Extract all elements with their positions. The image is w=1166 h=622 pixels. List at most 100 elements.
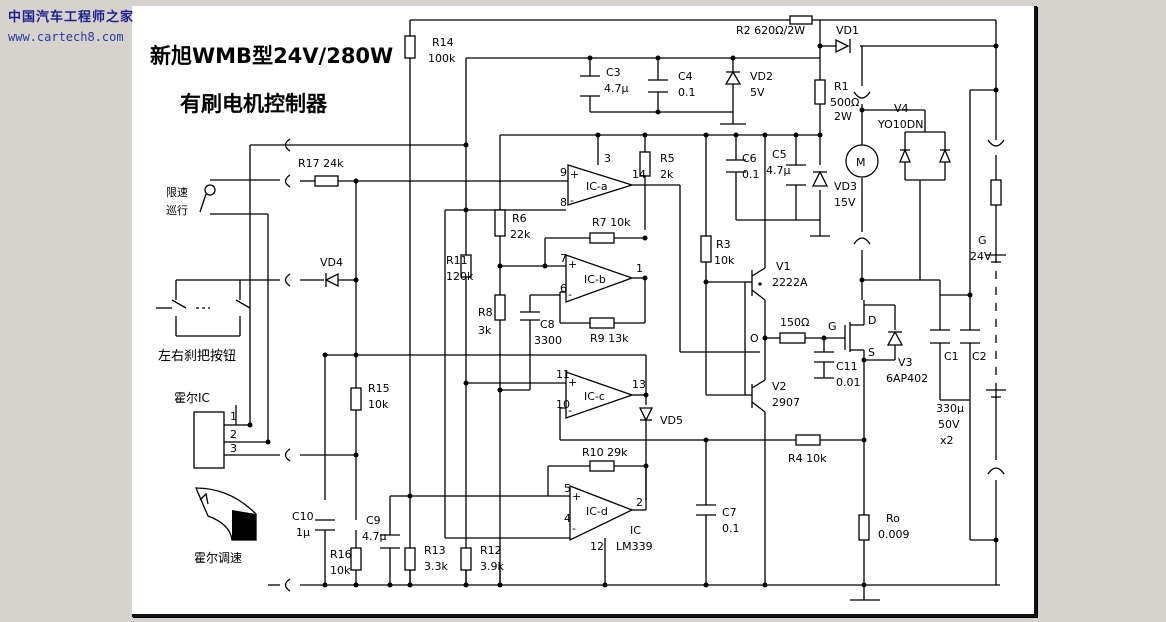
svg-text:3: 3 — [604, 152, 611, 165]
svg-text:0.1: 0.1 — [742, 168, 760, 181]
svg-text:C8: C8 — [540, 318, 555, 331]
watermark-title: 中国汽车工程师之家 — [8, 10, 135, 25]
svg-text:R8: R8 — [478, 306, 493, 319]
svg-text:IC: IC — [630, 524, 641, 537]
capacitors — [315, 75, 980, 549]
svg-text:R3: R3 — [716, 238, 731, 251]
brake-switches[interactable] — [171, 299, 251, 309]
svg-text:R16: R16 — [330, 548, 352, 561]
diagram-subtitle: 有刷电机控制器 — [180, 92, 327, 116]
svg-text:+: + — [572, 490, 581, 503]
svg-text:IC-b: IC-b — [584, 273, 606, 286]
svg-text:13: 13 — [632, 378, 646, 391]
svg-text:330μ: 330μ — [936, 402, 964, 415]
svg-text:10: 10 — [556, 398, 570, 411]
resistor-r8 — [494, 294, 506, 321]
svg-text:100k: 100k — [428, 52, 456, 65]
svg-text:C2: C2 — [972, 350, 987, 363]
svg-text:O: O — [750, 332, 759, 345]
svg-text:C9: C9 — [366, 514, 381, 527]
diode-vd5 — [638, 407, 654, 422]
svg-text:15V: 15V — [834, 196, 856, 209]
svg-text:C6: C6 — [742, 152, 757, 165]
svg-text:VD5: VD5 — [660, 414, 683, 427]
svg-text:G: G — [828, 320, 837, 333]
svg-text:C4: C4 — [678, 70, 693, 83]
svg-text:LM339: LM339 — [616, 540, 653, 553]
svg-text:C7: C7 — [722, 506, 737, 519]
svg-text:2: 2 — [230, 428, 237, 441]
diode-v4b — [939, 148, 951, 163]
svg-text:1μ: 1μ — [296, 526, 310, 539]
svg-text:R10 29k: R10 29k — [582, 446, 628, 459]
svg-text:500Ω: 500Ω — [830, 96, 859, 109]
junction-dots — [247, 43, 999, 588]
svg-text:R13: R13 — [424, 544, 446, 557]
diode-vd4 — [324, 272, 339, 288]
resistor-ro — [858, 514, 870, 541]
svg-text:2222A: 2222A — [772, 276, 808, 289]
hall-ic — [193, 411, 225, 469]
svg-text:3300: 3300 — [534, 334, 562, 347]
svg-text:3.9k: 3.9k — [480, 560, 504, 573]
resistor-r17 — [314, 175, 339, 187]
limit-cruise-switch[interactable] — [204, 184, 216, 196]
svg-text:24V: 24V — [970, 250, 992, 263]
resistor-r15 — [350, 387, 362, 411]
resistor-r13 — [404, 547, 416, 571]
svg-text:10k: 10k — [368, 398, 389, 411]
resistor-r4 — [795, 434, 821, 446]
connector-terminals — [284, 138, 291, 592]
diode-v4a — [899, 148, 911, 163]
svg-text:120k: 120k — [446, 270, 474, 283]
svg-text:R9 13k: R9 13k — [590, 332, 629, 345]
watermark-url: www.cartech8.com — [8, 30, 124, 44]
svg-text:R17 24k: R17 24k — [298, 157, 344, 170]
svg-text:14: 14 — [632, 168, 646, 181]
svg-text:IC-d: IC-d — [586, 505, 608, 518]
motor-label: M — [856, 156, 866, 169]
resistor-r10 — [589, 460, 615, 472]
resistor-150 — [779, 332, 806, 344]
svg-text:R4 10k: R4 10k — [788, 452, 827, 465]
svg-text:0.1: 0.1 — [678, 86, 696, 99]
svg-text:11: 11 — [556, 368, 570, 381]
svg-text:霍尔IC: 霍尔IC — [174, 390, 210, 405]
svg-text:R2 620Ω/2W: R2 620Ω/2W — [736, 24, 805, 37]
svg-text:0.009: 0.009 — [878, 528, 910, 541]
svg-text:V4: V4 — [894, 102, 909, 115]
svg-text:2907: 2907 — [772, 396, 800, 409]
svg-text:C11: C11 — [836, 360, 858, 373]
svg-text:3.3k: 3.3k — [424, 560, 448, 573]
svg-text:R7 10k: R7 10k — [592, 216, 631, 229]
svg-text:5V: 5V — [750, 86, 765, 99]
resistor-r1 — [814, 79, 826, 105]
svg-text:IC-a: IC-a — [586, 180, 608, 193]
svg-text:-: - — [570, 194, 574, 207]
svg-text:4.7μ: 4.7μ — [766, 164, 791, 177]
resistor-r2 — [789, 15, 813, 25]
svg-text:10k: 10k — [330, 564, 351, 577]
svg-text:R14: R14 — [432, 36, 454, 49]
svg-text:Ro: Ro — [886, 512, 900, 525]
battery-cells — [853, 91, 1006, 475]
resistor-r6 — [494, 209, 506, 237]
svg-text:2W: 2W — [834, 110, 852, 123]
svg-text:VD3: VD3 — [834, 180, 857, 193]
resistor-r9 — [589, 317, 615, 329]
svg-text:0.01: 0.01 — [836, 376, 861, 389]
svg-text:YO10DN: YO10DN — [877, 118, 923, 131]
svg-text:-: - — [568, 404, 572, 417]
svg-text:VD4: VD4 — [320, 256, 343, 269]
resistor-r5 — [639, 151, 651, 177]
hall-throttle[interactable] — [195, 487, 257, 541]
svg-text:R5: R5 — [660, 152, 675, 165]
svg-text:4: 4 — [564, 512, 571, 525]
svg-text:+: + — [570, 168, 579, 181]
svg-text:2k: 2k — [660, 168, 674, 181]
comparator-ic-d — [569, 485, 634, 542]
diode-v3 — [886, 330, 904, 346]
svg-text:VD1: VD1 — [836, 24, 859, 37]
resistor-r12 — [460, 547, 472, 571]
